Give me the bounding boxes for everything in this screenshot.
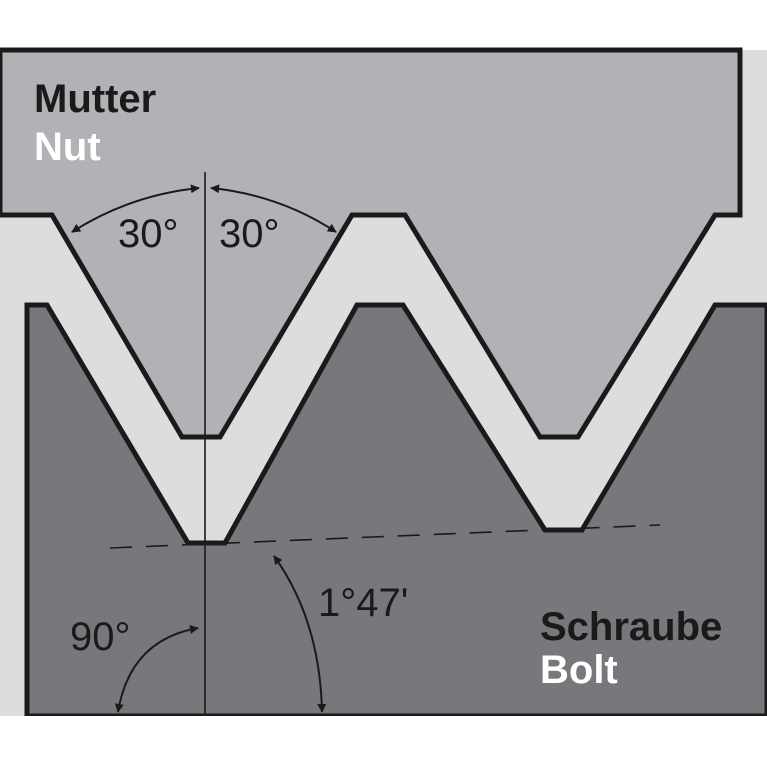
right-angle-label: 90°: [70, 615, 131, 659]
nut-label-english: Nut: [34, 125, 101, 169]
lead-angle-dashed-line: [109, 524, 661, 549]
lead-angle-label: 1°47': [318, 581, 408, 625]
bolt-label-german: Schraube: [540, 605, 722, 649]
right-angle-arc: [114, 624, 199, 713]
nut-label-german: Mutter: [34, 77, 156, 121]
nut-thread-body: [0, 47, 743, 440]
flank-angle-label-left: 30°: [118, 212, 179, 256]
bolt-label-english: Bolt: [540, 648, 618, 692]
flank-angle-label-right: 30°: [219, 212, 280, 256]
flank-angle-arc-right: [210, 184, 337, 233]
bolt-thread-body: [24, 302, 767, 719]
lead-angle-arc: [273, 555, 327, 713]
bottom-margin: [0, 716, 767, 767]
flank-angle-arc-left: [71, 184, 200, 233]
